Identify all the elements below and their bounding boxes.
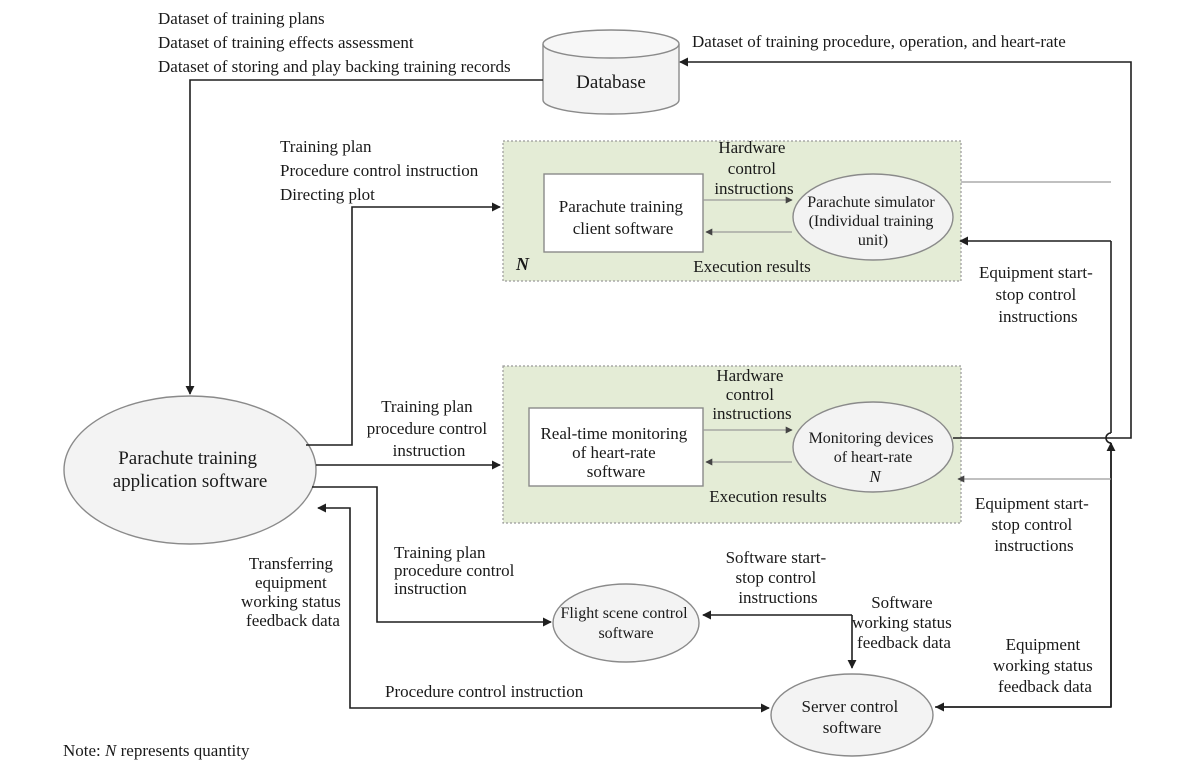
- client-software-label: Parachute training client software: [559, 197, 687, 238]
- exec-results-1-label: Execution results: [693, 257, 811, 276]
- hw-control-2-label: Hardware control instructions: [712, 366, 791, 423]
- db-datasets-label: Dataset of training plans Dataset of tra…: [158, 9, 511, 76]
- server-control-node: [770, 673, 934, 757]
- note-symbol: N: [104, 741, 118, 760]
- note-suffix: represents quantity: [116, 741, 250, 760]
- devices-to-db-arrow: [679, 57, 1132, 439]
- exec-results-2-label: Execution results: [709, 487, 827, 506]
- note-text: Note: N represents quantity: [63, 741, 250, 760]
- plan-to-monitor-label: Training plan procedure control instruct…: [367, 397, 492, 460]
- heart-rate-software-box: [528, 407, 704, 487]
- app-software-node: [63, 395, 317, 545]
- db-to-app-arrow: [185, 79, 543, 395]
- db-input-label: Dataset of training procedure, operation…: [692, 32, 1066, 51]
- client-software-box: [543, 173, 704, 253]
- plan-to-client-label: Training plan Procedure control instruct…: [280, 137, 483, 204]
- equip-start-stop-2-label: Equipment start- stop control instructio…: [975, 494, 1093, 555]
- app-software-label: Parachute training application software: [113, 448, 268, 492]
- panel1-quantity-mark: N: [515, 254, 530, 274]
- equip-start-stop-1-label: Equipment start- stop control instructio…: [979, 263, 1097, 326]
- flight-scene-node: [552, 583, 700, 663]
- server-control-label: Server control software: [801, 697, 902, 737]
- server-app-arrow: [317, 503, 770, 713]
- note-prefix: Note:: [63, 741, 105, 760]
- heart-rate-software-label: Real-time monitoring of heart-rate softw…: [540, 424, 691, 481]
- app-to-client-arrow: [306, 202, 501, 446]
- hw-control-1-label: Hardware control instructions: [714, 138, 793, 198]
- heart-rate-devices-label: Monitoring devices of heart-rate: [809, 430, 938, 466]
- database-label: Database: [576, 72, 646, 93]
- parachute-simulator-label: Parachute simulator (Individual training…: [807, 194, 939, 249]
- devices-quantity-mark: N: [868, 467, 882, 486]
- database-node: Database: [542, 29, 680, 115]
- heart-rate-devices-node: [792, 401, 954, 493]
- equip-status-label: Equipment working status feedback data: [993, 635, 1097, 696]
- transfer-feedback-label: Transferring equipment working status fe…: [241, 554, 345, 630]
- plan-to-flight-label: Training plan procedure control instruct…: [394, 543, 519, 598]
- parachute-simulator-node: [792, 173, 954, 261]
- software-status-label: Software working status feedback data: [852, 593, 956, 652]
- procedure-ctrl-label: Procedure control instruction: [385, 682, 584, 701]
- software-start-stop-label: Software start- stop control instruction…: [726, 548, 831, 607]
